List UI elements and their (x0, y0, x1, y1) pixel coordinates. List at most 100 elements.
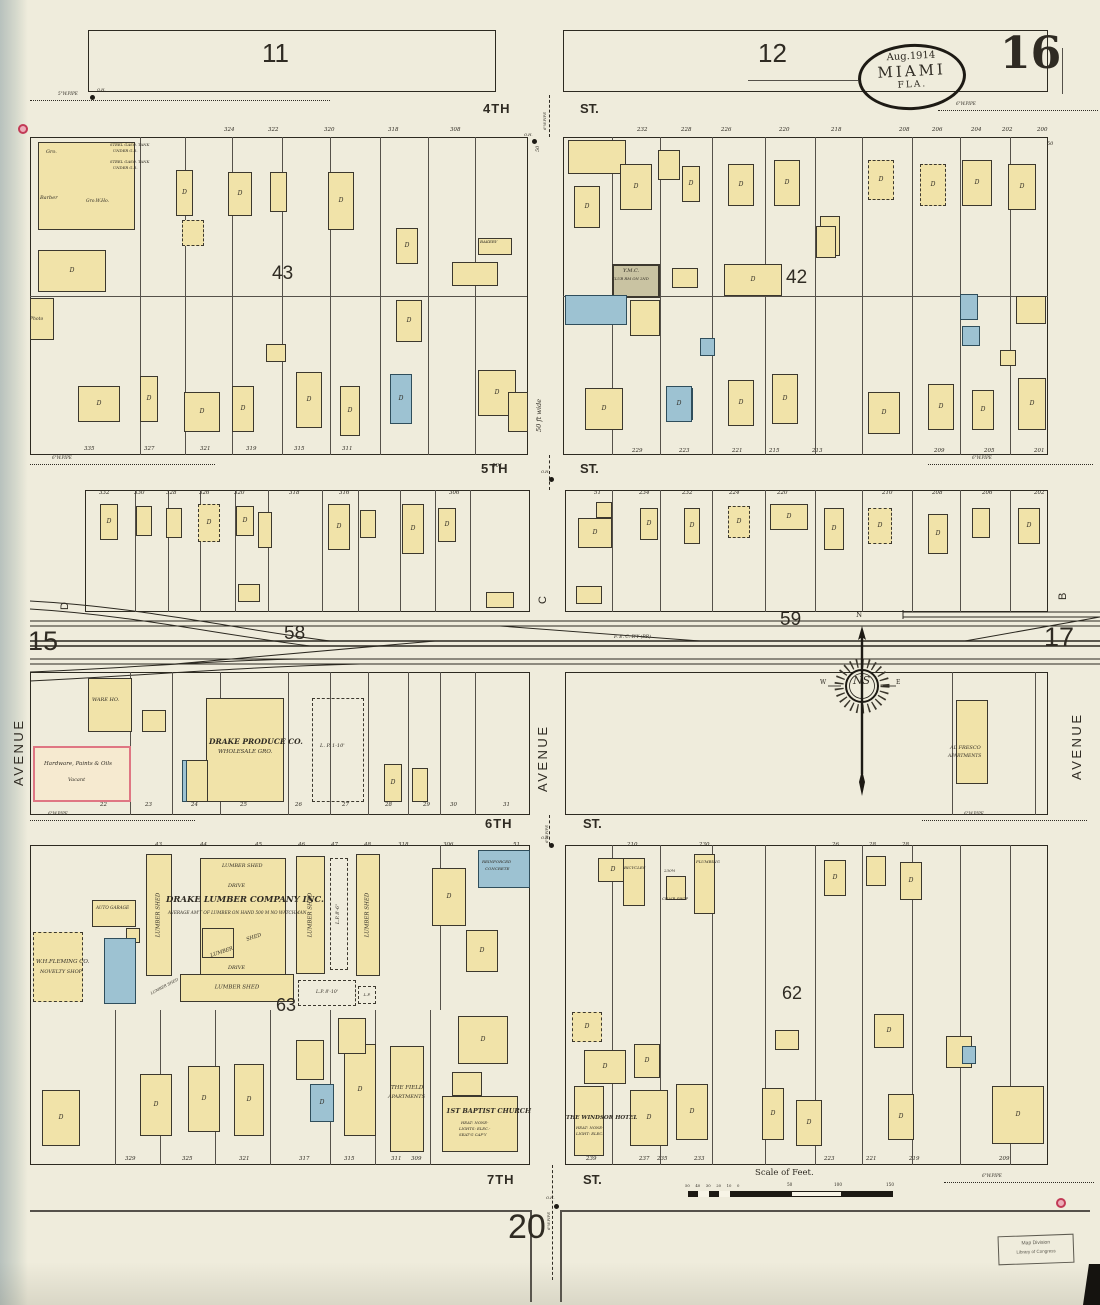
building (452, 1072, 482, 1096)
building: D (874, 1014, 904, 1048)
building-label: D (246, 1096, 252, 1103)
building-label: D (494, 389, 500, 396)
street-center-dash (549, 815, 550, 845)
auto-garage-building (92, 900, 136, 927)
map-label: 234 (639, 490, 650, 496)
building (142, 710, 166, 732)
building (30, 298, 54, 340)
lot-line (235, 490, 236, 612)
baptist-church-label: 1ST BAPTIST CHURCH (446, 1107, 532, 1115)
building: D (772, 374, 798, 424)
map-label: 202 (1002, 127, 1013, 133)
building (962, 326, 980, 346)
building: D (344, 1044, 376, 1136)
lot-line (130, 672, 131, 815)
compass-monogram: NS (853, 674, 871, 687)
drake-lumber-label: DRAKE LUMBER COMPANY INC. (166, 895, 324, 905)
building-label: LUMBER SHED (364, 892, 371, 938)
building: D (296, 372, 322, 428)
building-label: D (938, 403, 944, 410)
building: LUMBER SHED (180, 974, 294, 1002)
map-label: 320 (234, 490, 245, 496)
map-label: CHAIR SHOP (662, 896, 689, 901)
building: D (900, 862, 922, 900)
map-label: 221 (866, 1156, 877, 1162)
map-label: CONCRETE (485, 866, 510, 871)
building (962, 1046, 976, 1064)
building: LUMBER SHED (146, 854, 172, 976)
building: D (578, 518, 612, 548)
lot-line (115, 1010, 116, 1165)
lot-line (660, 490, 661, 612)
baptist-church-building (442, 1096, 518, 1152)
building: D (620, 164, 652, 210)
lot-line (563, 296, 1048, 297)
building: D (992, 1086, 1044, 1144)
building-label: D (584, 1023, 590, 1030)
building: D (402, 504, 424, 554)
building: D (824, 860, 846, 896)
map-label: 321 (239, 1156, 250, 1162)
building: D (630, 1090, 668, 1146)
block-number-43: 43 (272, 263, 294, 284)
map-label: O.H. (524, 132, 533, 137)
lot-line (435, 490, 436, 612)
map-label: 213 (812, 448, 823, 454)
building (312, 698, 364, 802)
map-label: UNDER G.R. (113, 148, 138, 153)
building-label: D (182, 189, 187, 196)
building-label: D (736, 518, 742, 525)
building: D (188, 1066, 220, 1132)
block-number-62: 62 (782, 983, 803, 1003)
block-outline (30, 672, 530, 815)
railroad-tracks (29, 600, 1100, 682)
block-number-58: 58 (284, 623, 306, 644)
building: D (572, 1012, 602, 1042)
street-width-note: 50 ft wide (535, 398, 543, 432)
lot-line (612, 490, 613, 612)
map-label: LIGHTS: ELEC.- (459, 1126, 491, 1131)
lot-line (322, 490, 323, 612)
building: D (724, 264, 782, 296)
bicycles-building (623, 858, 645, 906)
building: D (390, 374, 412, 424)
scale-tick-label: 20 (716, 1183, 722, 1188)
street-7th: 7TH (487, 1172, 515, 1187)
map-label: 308 (450, 127, 461, 133)
map-label: 218 (831, 127, 842, 133)
building: D (438, 508, 456, 542)
map-label: O.H. (541, 835, 550, 840)
map-label: 206 (932, 127, 943, 133)
building: LUMBER SHED (356, 854, 380, 976)
map-label: 232 (637, 127, 648, 133)
block-outline (30, 845, 530, 1165)
map-label: REINFORCED (482, 859, 512, 864)
building-label: D (784, 179, 790, 186)
lot-line (712, 845, 713, 1165)
map-label: 210 (627, 842, 638, 848)
map-label: 23 (145, 802, 152, 808)
building: D (140, 376, 158, 422)
building-label: D (237, 190, 243, 197)
lot-line (330, 672, 331, 815)
map-label: LUMBER SHED (222, 863, 263, 869)
water-pipe-line (938, 110, 1098, 111)
building: D (396, 300, 422, 342)
map-label: 230½ (664, 868, 676, 873)
building: D (796, 1100, 822, 1146)
building (296, 1040, 324, 1080)
map-label: 25 (240, 802, 247, 808)
building-label: D (406, 317, 412, 324)
adjacent-sheet-15: 15 (28, 626, 59, 656)
building-label: D (479, 947, 485, 954)
scale-tick-label: 100 (834, 1182, 842, 1187)
building (658, 150, 680, 180)
building (412, 768, 428, 802)
map-label: Vacant (68, 777, 86, 783)
building-label: D (153, 1101, 159, 1108)
map-label: 28 (869, 842, 876, 848)
street-center-dash (552, 1165, 553, 1280)
building: D (682, 166, 700, 202)
hydrant-marker (18, 124, 28, 134)
map-label: UNDER G.R. (113, 165, 138, 170)
